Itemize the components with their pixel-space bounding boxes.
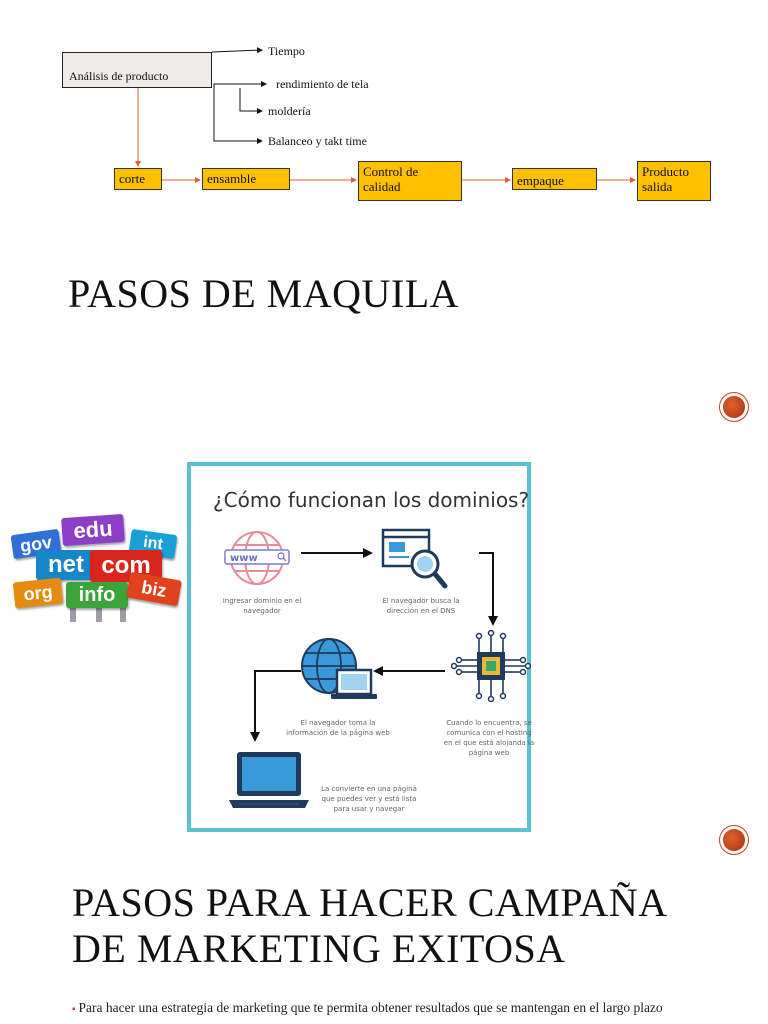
www-label: www (230, 553, 258, 564)
infographic-step-4-caption: El navegador toma la información de la p… (286, 719, 390, 737)
step-corte: corte (114, 168, 162, 190)
slide-title-campana-marketing: PASOS PARA HACER CAMPAÑA DE MARKETING EX… (72, 880, 666, 971)
bullet-paragraph: ▪Para hacer una estrategia de marketing … (72, 1000, 712, 1018)
flow-arrow-down-icon (479, 552, 498, 626)
bullet-marker-icon: ▪ (72, 1004, 76, 1015)
step-producto-label: Producto salida (642, 164, 689, 194)
step-empaque-label: empaque (517, 173, 564, 188)
flow-arrow-left-icon (373, 666, 445, 676)
flow-arrow-down-left-icon (250, 670, 301, 742)
branch-label-molderia: moldería (268, 104, 311, 118)
branch-label-rendimiento: rendimiento de tela (276, 77, 369, 91)
sign-info: info (66, 582, 128, 608)
branch-label-balanceo: Balanceo y takt time (268, 134, 367, 148)
infographic-title: ¿Cómo funcionan los dominios? (213, 488, 530, 512)
analysis-box: Análisis de producto (62, 52, 212, 88)
infographic-step-1-caption: Ingresar dominio en el navegador (222, 597, 302, 615)
branch-arrow-molderia (239, 88, 263, 114)
branch-label-tiempo: Tiempo (268, 44, 305, 58)
step-producto-salida: Producto salida (637, 161, 711, 201)
sign-biz: biz (126, 571, 182, 607)
step-ensamble: ensamble (202, 168, 290, 190)
infographic-step-5-caption: La convierte en una página que puedes ve… (321, 785, 417, 813)
step-control-label: Control de calidad (363, 164, 419, 194)
infographic-step-3-caption: Cuando lo encuentra, se comunica con el … (443, 719, 535, 757)
laptop-icon (229, 752, 309, 808)
analysis-label: Análisis de producto (69, 69, 169, 83)
branch-arrow-balanceo (213, 88, 263, 144)
branch-arrow-tiempo (211, 47, 263, 54)
decorative-dot (723, 396, 745, 418)
sign-edu: edu (61, 513, 125, 547)
step-control-calidad: Control de calidad (358, 161, 462, 201)
bullet-text: Para hacer una estrategia de marketing q… (78, 1000, 663, 1015)
infographic-step-2-caption: El navegador busca la dirección en el DN… (382, 597, 460, 615)
slide-title-pasos-maquila: PASOS DE MAQUILA (68, 271, 460, 316)
decorative-dot (723, 829, 745, 851)
browser-search-icon (381, 528, 448, 589)
step-corte-label: corte (119, 171, 145, 186)
domains-infographic-card: ¿Cómo funcionan los dominios? www Ingres… (187, 462, 534, 832)
circuit-chip-icon (451, 630, 531, 702)
flow-arrow-right-icon (301, 548, 373, 558)
branch-arrow-rendimiento (213, 81, 267, 88)
globe-www-icon: www (224, 531, 290, 585)
globe-laptop-icon (301, 638, 377, 699)
step-ensamble-label: ensamble (207, 171, 257, 186)
sign-org: org (12, 577, 64, 609)
flowchart-connectors (135, 47, 636, 183)
sign-net: net (36, 550, 96, 580)
step-empaque: empaque (512, 168, 597, 190)
domains-logo: gov edu int net com org info biz (10, 512, 186, 624)
